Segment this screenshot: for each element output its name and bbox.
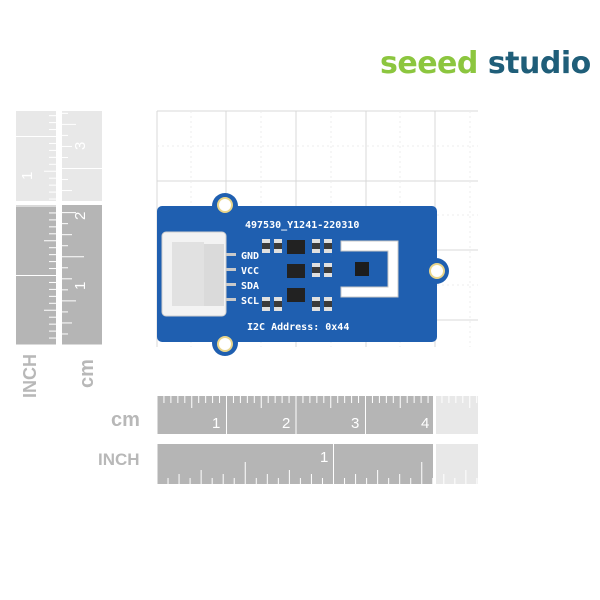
h-inch-number-1: 1	[320, 449, 328, 466]
h-cm-number-2: 2	[282, 415, 290, 432]
pin-label-sda: SDA	[241, 281, 259, 292]
sensor-chip	[355, 262, 369, 276]
pin-label-scl: SCL	[241, 296, 259, 307]
logo-text-seeed: seeed	[380, 46, 478, 81]
vertical-cm-ruler: cm	[16, 111, 98, 388]
horizontal-inch-label: INCH	[98, 450, 140, 469]
i2c-address-text: I2C Address: 0x44	[247, 322, 349, 333]
vertical-cm-label: cm	[76, 359, 98, 388]
pin-label-gnd: GND	[241, 251, 259, 262]
horizontal-inch-ruler: INCH 1	[98, 444, 478, 484]
seeed-studio-logo: seeed studio	[380, 46, 591, 82]
pin-label-vcc: VCC	[241, 266, 259, 277]
grove-connector	[161, 231, 236, 317]
sensor-isolation-slot	[340, 240, 399, 298]
horizontal-cm-label: cm	[111, 409, 140, 431]
board-id-text: 497530_Y1241-220310	[245, 220, 359, 231]
vertical-inch-label: INCH	[20, 354, 40, 398]
sensor-board: 497530_Y1241-220310 GND VCC SDA SCL I2C …	[157, 193, 449, 356]
mount-hole-top	[217, 197, 233, 213]
v-inch-number-1: 1	[19, 172, 36, 180]
smd-components	[262, 239, 332, 311]
v-cm-number-2: 2	[72, 212, 89, 220]
h-cm-number-3: 3	[351, 415, 359, 432]
v-cm-number-3: 3	[72, 142, 89, 150]
mount-hole-right	[429, 263, 445, 279]
vertical-inch-ruler: INCH	[20, 111, 102, 398]
h-cm-number-4: 4	[421, 415, 429, 432]
v-cm-number-1: 1	[72, 282, 89, 290]
h-cm-number-1: 1	[212, 415, 220, 432]
mount-hole-bottom	[217, 336, 233, 352]
logo-text-studio: studio	[477, 46, 591, 81]
horizontal-cm-ruler: cm 1 2 3 4	[111, 396, 478, 434]
